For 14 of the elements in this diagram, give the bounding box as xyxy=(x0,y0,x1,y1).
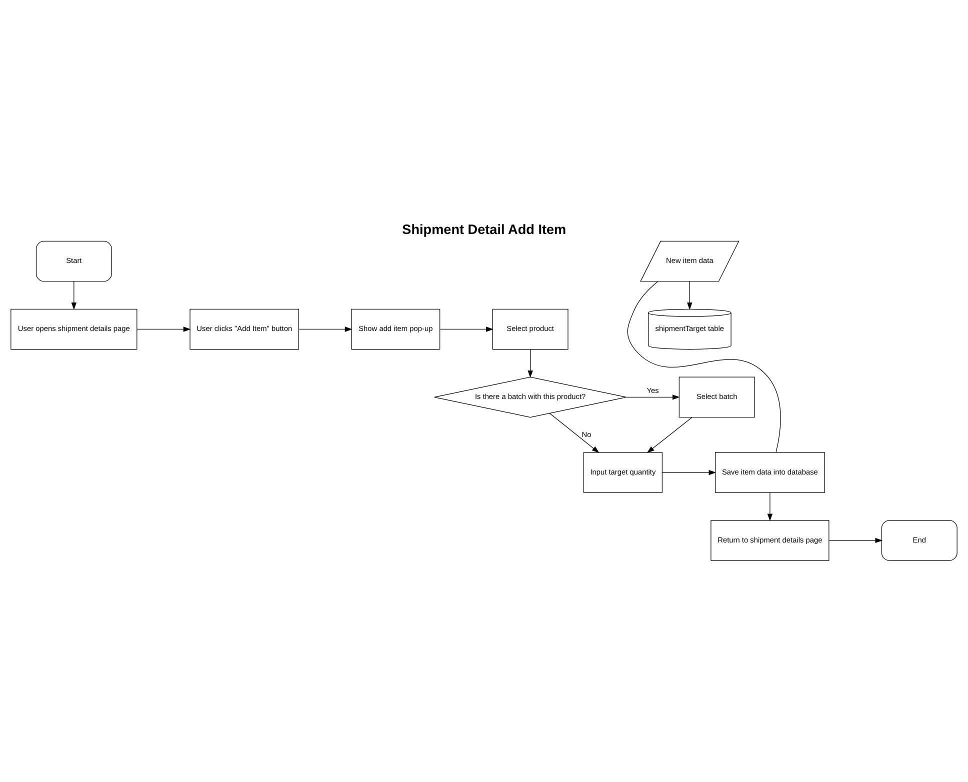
arrow xyxy=(687,281,692,310)
arrow xyxy=(662,470,716,476)
arrow xyxy=(528,349,533,378)
arrow xyxy=(298,326,352,332)
arrow xyxy=(828,538,883,544)
arrow xyxy=(71,281,77,310)
diagram-title: Shipment Detail Add Item xyxy=(402,222,566,238)
arrow xyxy=(626,394,680,400)
arrow xyxy=(549,413,600,454)
connector xyxy=(627,281,781,453)
arrow xyxy=(646,416,692,454)
arrow xyxy=(136,326,191,332)
arrow xyxy=(440,326,494,332)
arrow xyxy=(767,492,773,522)
